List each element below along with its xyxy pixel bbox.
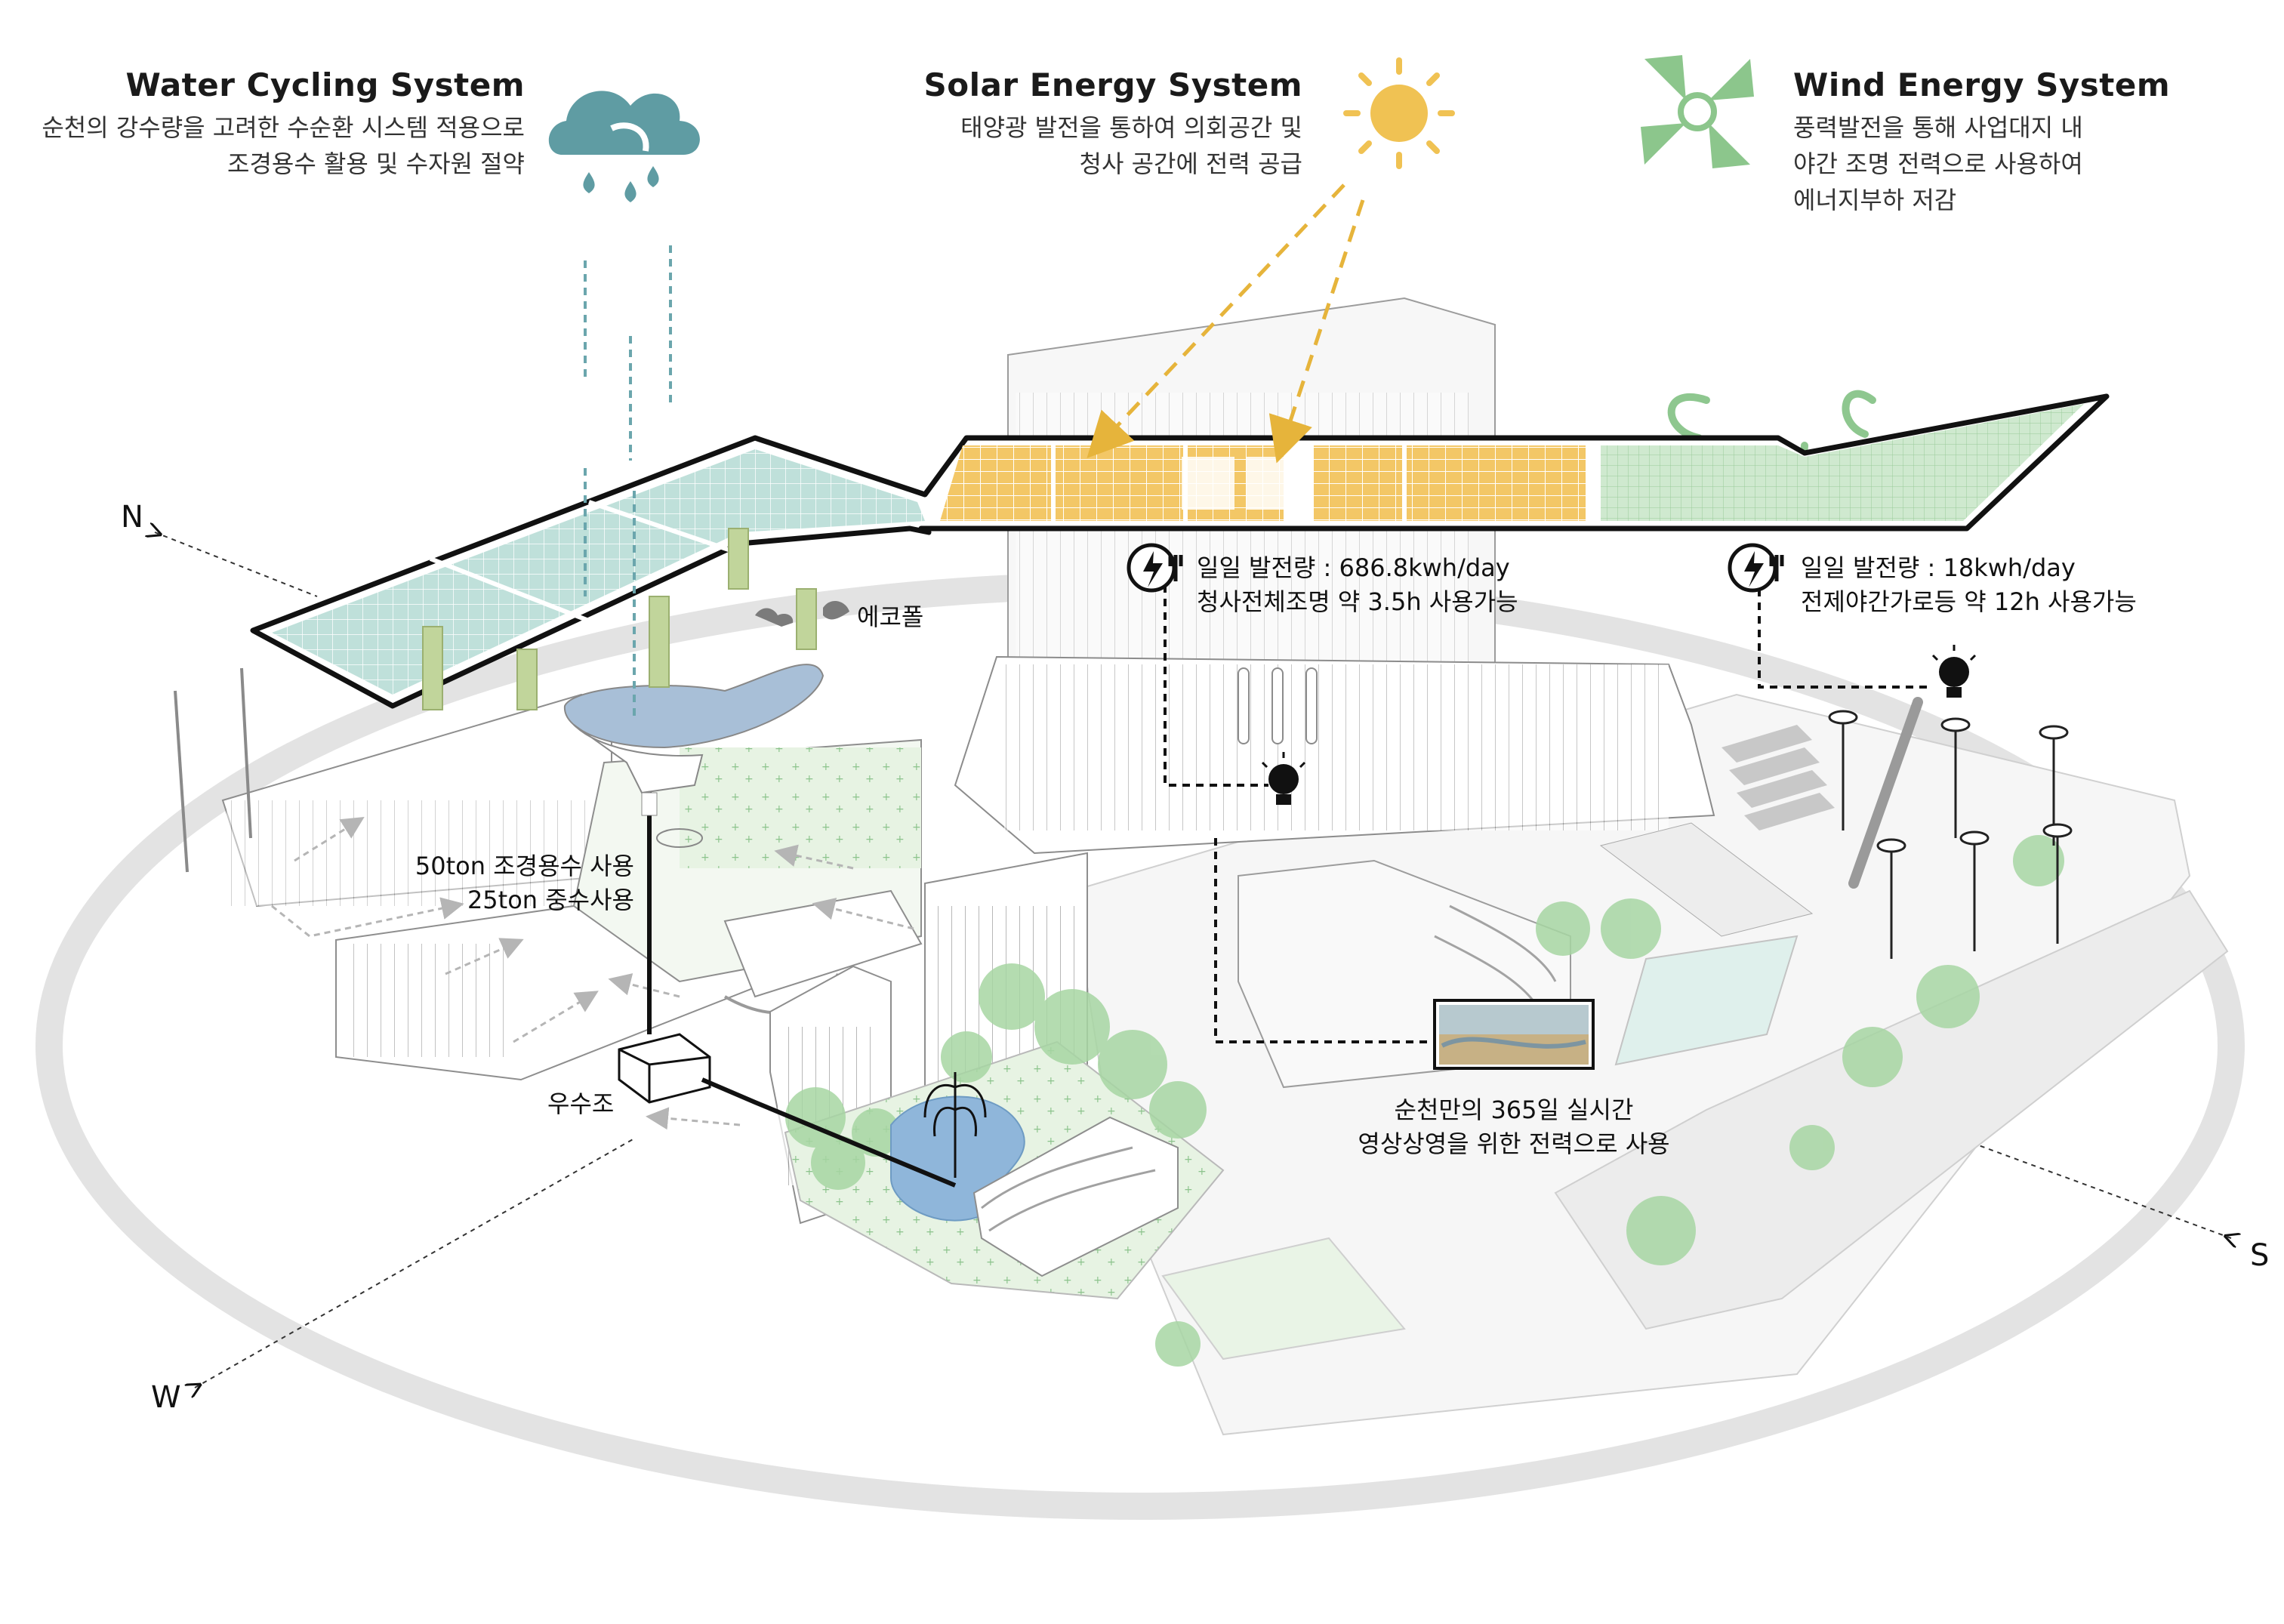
water-use-label-1: 50ton 조경용수 사용 [415,852,634,880]
media-screen [1433,999,1595,1070]
solar-daily-output: 일일 발전량 : 686.8kwh/day [1197,553,1510,582]
rain-cloud-icon [548,91,700,202]
sun-icon [1343,57,1455,169]
solar-desc-line: 청사 공간에 전력 공급 [1079,149,1302,178]
water-system-title: Water Cycling System [125,66,525,103]
water-desc-line: 순천의 강수량을 고려한 수순환 시스템 적용으로 [42,113,525,142]
water-desc-line: 조경용수 활용 및 수자원 절약 [227,149,525,178]
wind-system-title: Wind Energy System [1793,66,2171,103]
plug-bolt-icon-wind [1728,543,1784,593]
trees [785,835,2064,1367]
ecopole-label: 에코폴 [857,602,924,631]
plug-bolt-icon-solar [1127,543,1183,593]
roof-canopy [250,393,2110,710]
solar-desc-line: 태양광 발전을 통하여 의회공간 및 [960,113,1302,142]
wind-system-desc: 풍력발전을 통해 사업대지 내 야간 조명 전력으로 사용하여 에너지부하 저감 [1793,109,2261,218]
screen-label-1: 순천만의 365일 실시간 [1394,1096,1634,1124]
west-axis [195,1138,635,1388]
stair-steps-2 [1599,822,1814,937]
solar-usage-note: 청사전체조명 약 3.5h 사용가능 [1197,587,1518,616]
compass-north: N [121,500,143,535]
rainwater-tank-label: 우수조 [547,1089,615,1118]
wind-turbine-icon [1641,55,1754,168]
irrigation-pipe [701,1077,957,1188]
wind-usage-note: 전제야간가로등 약 12h 사용가능 [1801,587,2137,616]
fountain-icon [923,1072,987,1178]
wind-pole [1848,697,1923,889]
screen-label-2: 영상상영을 위한 전력으로 사용 [1358,1129,1670,1158]
solar-system-desc: 태양광 발전을 통하여 의회공간 및 청사 공간에 전력 공급 [868,109,1302,182]
north-axis [155,532,318,597]
rainwater-tank [618,1033,711,1104]
wind-desc-line: 야간 조명 전력으로 사용하여 [1793,149,2083,178]
pavilion [972,1116,1179,1277]
rain-lines [584,245,672,717]
power-wiring [1164,585,1933,1043]
stair-steps [1721,725,1835,830]
water-use-label-2: 25ton 중수사용 [467,886,634,914]
solar-system-title: Solar Energy System [923,66,1302,103]
lawn-south [1161,1237,1406,1361]
pond-right [1614,935,1799,1066]
wind-desc-line: 풍력발전을 통해 사업대지 내 [1793,113,2083,142]
bird-icons [755,600,849,627]
walkway [1554,889,2229,1330]
compass-west: W [151,1380,181,1415]
lightbulb-icon [1261,752,1306,805]
wind-desc-line: 에너지부하 저감 [1793,186,1957,214]
wind-daily-output: 일일 발전량 : 18kwh/day [1801,553,2076,582]
lightbulb-icon [1931,645,1977,698]
street-lights [1828,710,2073,959]
water-system-desc: 순천의 강수량을 고려한 수순환 시스템 적용으로 조경용수 활용 및 수자원 … [8,109,525,182]
compass-south: S [2250,1238,2270,1273]
